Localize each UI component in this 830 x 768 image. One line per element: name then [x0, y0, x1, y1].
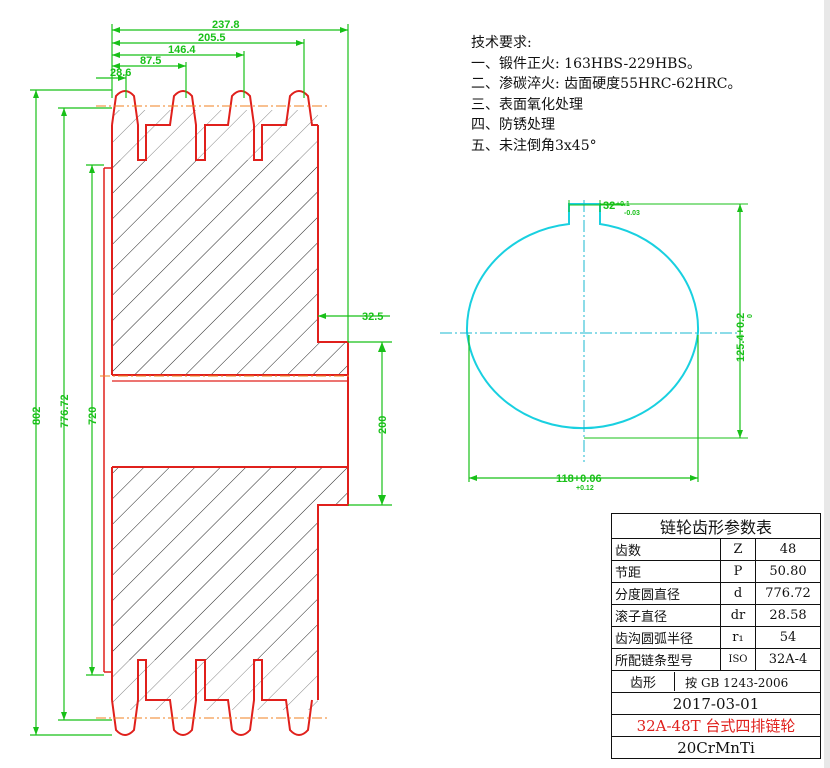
- left-dimension-labels: 802 776.72 720: [31, 394, 99, 428]
- requirement-item: 五、未注倒角3x45°: [471, 137, 597, 154]
- keyway-width-label: 32 +0.1 -0.03: [603, 200, 640, 217]
- table-row: 滚子直径 dr 28.58: [611, 604, 821, 627]
- param-value: 32A-4: [755, 648, 821, 671]
- param-symbol: r₁: [720, 626, 756, 649]
- param-value: 776.72: [755, 582, 821, 605]
- center-lines: [96, 105, 352, 719]
- scroll-edge: [824, 0, 830, 768]
- requirements-title: 技术要求:: [471, 35, 532, 51]
- tooth-label: 齿形: [612, 672, 675, 691]
- dim-hub-step: 32.5: [362, 311, 383, 323]
- dim-hub-bore: 200: [377, 416, 389, 434]
- dim-28-6: 28.6: [110, 67, 131, 79]
- table-row: 分度圆直径 d 776.72: [611, 582, 821, 605]
- param-name: 分度圆直径: [611, 582, 721, 605]
- top-dimension-labels: 237.8 205.5 146.4 87.5 28.6: [110, 19, 240, 79]
- dim-87-5: 87.5: [140, 55, 161, 67]
- param-symbol: Z: [720, 538, 756, 561]
- table-row: 齿沟圆弧半径 r₁ 54: [611, 626, 821, 649]
- table-date: 2017-03-01: [611, 692, 821, 715]
- sprocket-section: [112, 110, 348, 710]
- dim-bore-diameter: 118+0.06: [556, 473, 602, 485]
- param-symbol: P: [720, 560, 756, 583]
- dim-720: 720: [87, 407, 99, 425]
- dim-146-4: 146.4: [168, 44, 196, 56]
- param-symbol: d: [720, 582, 756, 605]
- material: 20CrMnTi: [611, 736, 821, 759]
- param-name: 滚子直径: [611, 604, 721, 627]
- param-name: 所配链条型号: [611, 648, 721, 671]
- key-depth-label: 125.4+0.2 0: [735, 313, 754, 362]
- dim-key-depth: 125.4+0.2: [735, 313, 747, 362]
- product-name: 32A-48T 台式四排链轮: [611, 714, 821, 737]
- dim-keyway-upper-tol: +0.1: [616, 201, 630, 208]
- sprocket-outline: [103, 90, 349, 736]
- technical-requirements: 技术要求: 一、锻件正火: 163HBS-229HBS。 二、渗碳淬火: 齿面硬…: [471, 33, 741, 156]
- table-row: 齿形 按 GB 1243-2006: [611, 670, 821, 693]
- dim-776-72: 776.72: [59, 394, 71, 428]
- param-value: 50.80: [755, 560, 821, 583]
- dim-keyway-lower-tol: -0.03: [624, 210, 640, 217]
- param-symbol: ISO: [720, 648, 756, 671]
- requirement-item: 四、防锈处理: [471, 117, 555, 133]
- requirement-item: 三、表面氧化处理: [471, 96, 583, 113]
- dim-keyway-width: 32: [603, 200, 615, 212]
- requirement-item: 一、锻件正火: 163HBS-229HBS。: [471, 55, 702, 72]
- param-symbol: dr: [720, 604, 756, 627]
- table-row: 节距 P 50.80: [611, 560, 821, 583]
- sprocket-parameter-table: 链轮齿形参数表 齿数 Z 48 节距 P 50.80 分度圆直径 d 776.7…: [611, 513, 821, 759]
- param-name: 齿沟圆弧半径: [611, 626, 721, 649]
- param-value: 28.58: [755, 604, 821, 627]
- dimension-arrows: [33, 27, 386, 735]
- dim-237-8: 237.8: [212, 19, 240, 31]
- dim-205-5: 205.5: [198, 32, 226, 44]
- bore-diameter-label: 118+0.06 +0.12: [556, 473, 602, 492]
- param-value: 54: [755, 626, 821, 649]
- dim-802: 802: [31, 407, 43, 425]
- tooth-standard: 按 GB 1243-2006: [685, 676, 789, 690]
- requirement-item: 二、渗碳淬火: 齿面硬度55HRC-62HRC。: [471, 76, 742, 92]
- table-row: 齿数 Z 48: [611, 538, 821, 561]
- param-value: 48: [755, 538, 821, 561]
- bore-end-view: [440, 200, 748, 482]
- dim-key-depth-tol: 0: [747, 314, 754, 318]
- param-name: 节距: [611, 560, 721, 583]
- dim-bore-diameter-tol: +0.12: [576, 485, 594, 492]
- table-row: 所配链条型号 ISO 32A-4: [611, 648, 821, 671]
- table-title: 链轮齿形参数表: [611, 513, 821, 539]
- param-name: 齿数: [611, 538, 721, 561]
